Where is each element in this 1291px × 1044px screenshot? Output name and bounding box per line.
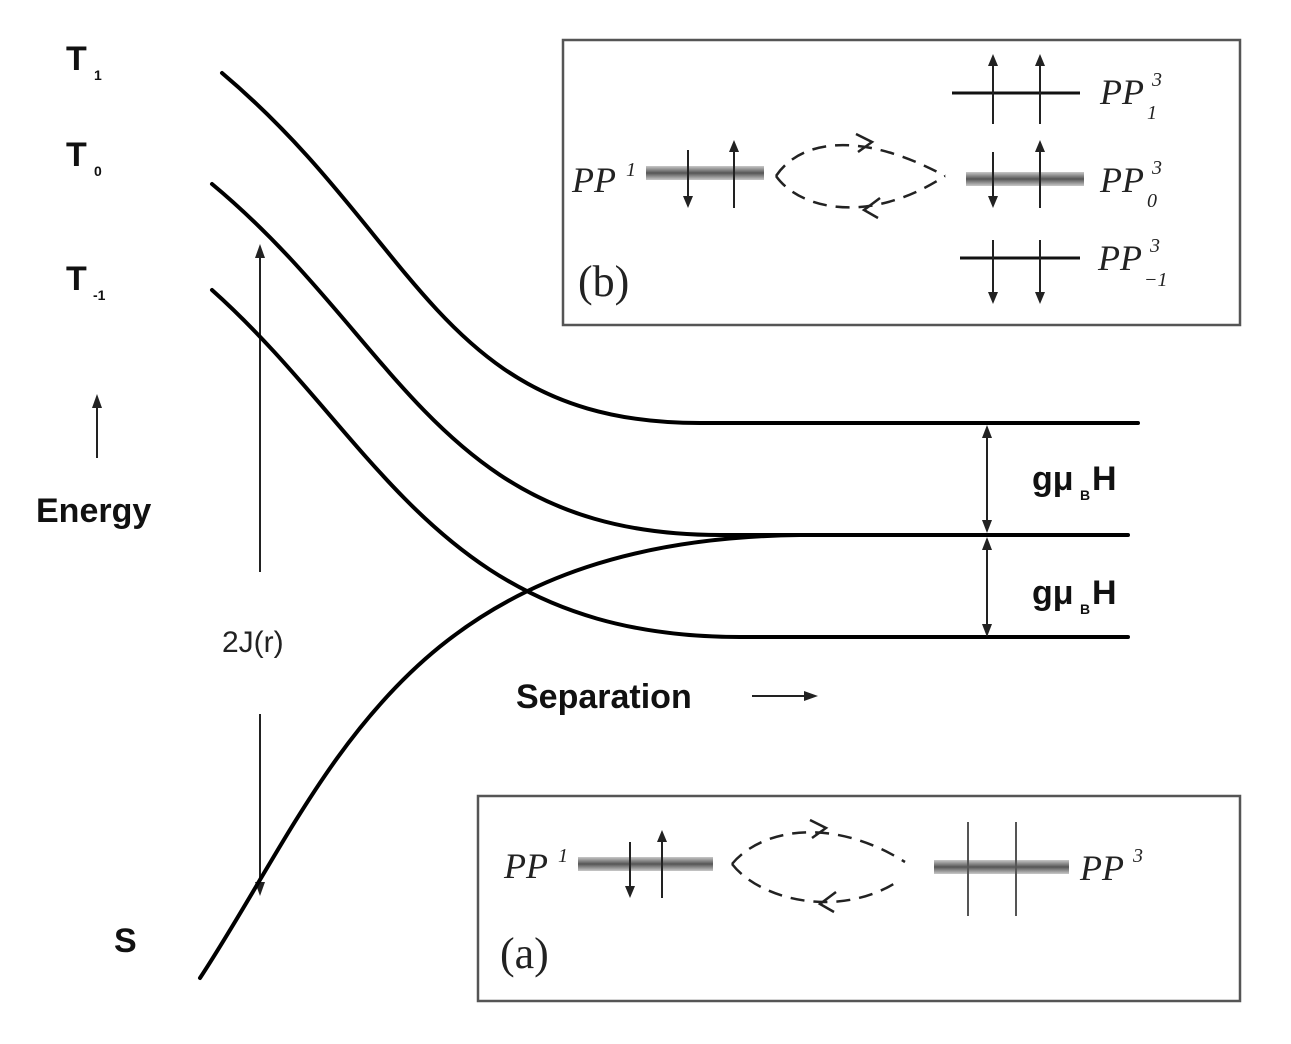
panel-b-singlet-label: PP 1 <box>571 159 636 200</box>
panel-a-singlet-label: PP 1 <box>503 845 568 886</box>
zeeman-label-upper: gμ B H <box>1032 460 1117 503</box>
panel-a-singlet-level <box>578 830 713 898</box>
energy-arrow <box>92 394 102 458</box>
panel-b-triplet-plus-label: PP 3 1 <box>1099 69 1162 124</box>
exchange-label: 2J(r) <box>222 626 284 659</box>
svg-text:PP: PP <box>571 160 616 200</box>
zeeman-label-lower: gμ B H <box>1032 574 1117 617</box>
curve-t1 <box>220 71 1140 425</box>
svg-text:0: 0 <box>1147 190 1157 212</box>
svg-text:3: 3 <box>1149 235 1160 257</box>
svg-text:PP: PP <box>1097 238 1142 278</box>
svg-text:3: 3 <box>1151 157 1162 179</box>
svg-text:H: H <box>1092 574 1117 612</box>
panel-a-triplet-level <box>934 822 1069 916</box>
panel-b-tag: (b) <box>578 257 629 306</box>
svg-text:gμ: gμ <box>1032 460 1074 498</box>
svg-text:B: B <box>1080 487 1090 503</box>
panel-b-triplet-minus-label: PP 3 −1 <box>1097 235 1168 291</box>
label-t0: T 0 <box>66 136 102 179</box>
svg-text:gμ: gμ <box>1032 574 1074 612</box>
panel-b-triplet-zero-label: PP 3 0 <box>1099 157 1162 212</box>
label-s: S <box>114 922 137 960</box>
energy-label: Energy <box>36 492 151 530</box>
panel-b-triplet-plus-level <box>952 54 1080 124</box>
svg-text:1: 1 <box>558 845 568 867</box>
svg-text:PP: PP <box>1099 160 1144 200</box>
label-t-minus-1: T -1 <box>66 260 106 303</box>
curve-s <box>198 533 802 980</box>
svg-text:0: 0 <box>94 163 102 179</box>
zeeman-arrow-lower <box>982 537 992 637</box>
panel-b-transition <box>774 132 946 220</box>
panel-a-triplet-label: PP 3 <box>1079 845 1143 888</box>
label-t1: T 1 <box>66 40 102 83</box>
svg-text:1: 1 <box>1147 102 1157 124</box>
svg-text:3: 3 <box>1132 845 1143 867</box>
panel-b-triplet-zero-level <box>966 140 1084 208</box>
panel-b-singlet-level <box>646 140 764 208</box>
svg-text:H: H <box>1092 460 1117 498</box>
svg-text:−1: −1 <box>1144 269 1168 291</box>
svg-text:-1: -1 <box>93 287 106 303</box>
svg-text:B: B <box>1080 601 1090 617</box>
curve-t-minus-1 <box>210 288 1130 639</box>
svg-text:T: T <box>66 136 87 174</box>
svg-text:PP: PP <box>1099 72 1144 112</box>
panel-a-transition <box>731 818 906 914</box>
svg-text:1: 1 <box>626 159 636 181</box>
panel-b-triplet-minus-level <box>960 240 1080 304</box>
panel-a: PP 1 PP 3 (a) <box>476 794 1242 1003</box>
separation-arrow <box>752 691 818 701</box>
svg-text:T: T <box>66 40 87 78</box>
svg-text:1: 1 <box>94 67 102 83</box>
svg-text:3: 3 <box>1151 69 1162 91</box>
zeeman-arrow-upper <box>982 425 992 533</box>
separation-label: Separation <box>516 678 692 716</box>
svg-text:PP: PP <box>1079 848 1124 888</box>
panel-a-tag: (a) <box>500 929 549 978</box>
svg-text:PP: PP <box>503 846 548 886</box>
curve-t0 <box>210 182 1130 537</box>
panel-b: PP 1 PP 3 1 <box>561 38 1242 327</box>
svg-text:T: T <box>66 260 87 298</box>
